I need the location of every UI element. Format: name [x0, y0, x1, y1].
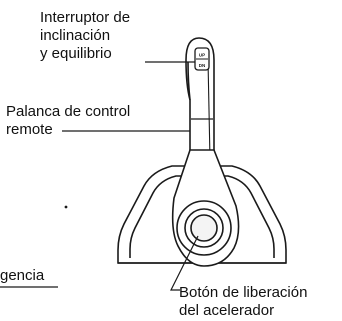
switch-dn-mark: DN	[199, 63, 206, 68]
switch-up-mark: UP	[199, 53, 205, 58]
throttle-release-label: Botón de liberación del acelerador	[179, 284, 307, 320]
emergency-label-text: gencia	[0, 267, 45, 284]
leader-lines	[0, 61, 199, 291]
trim-switch-label: Interruptor de inclinación y equilibrio	[40, 9, 130, 63]
trim-switch-label-line3: y equilibrio	[40, 45, 112, 62]
lever-hub	[171, 149, 240, 267]
control-lever-label: Palanca de control remote	[6, 103, 130, 139]
throttle-release-label-line2: del acelerador	[179, 302, 275, 319]
trim-tilt-switch	[194, 47, 210, 71]
stray-dot	[64, 205, 68, 209]
control-lever-label-line1: Palanca de control	[6, 103, 131, 120]
throttle-release-label-line1: Botón de liberación	[179, 284, 308, 301]
trim-switch-label-line1: Interruptor de	[40, 9, 131, 26]
trim-switch-label-line2: inclinación	[40, 27, 111, 44]
release-button-leader	[170, 235, 199, 291]
control-lever-label-line2: remote	[6, 121, 53, 138]
emergency-label-fragment: gencia	[0, 267, 44, 285]
